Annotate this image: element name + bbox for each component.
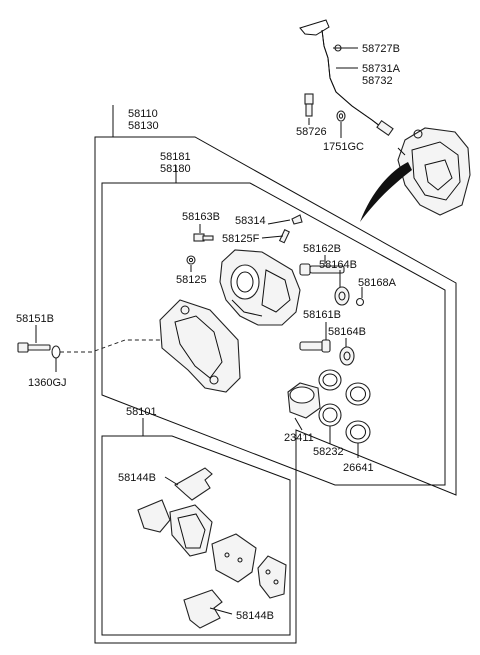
label-58314: 58314 <box>235 215 266 227</box>
piston-seal-58232 <box>318 369 342 427</box>
label-58168A: 58168A <box>358 277 397 289</box>
label-58731A: 58731A <box>362 63 401 75</box>
label-58726: 58726 <box>296 126 327 138</box>
label-1751GC: 1751GC <box>323 141 364 153</box>
caliper-body <box>219 249 301 326</box>
banjo-bolt <box>304 93 314 117</box>
pad-kit-frame-58101 <box>101 435 291 636</box>
carrier-bracket <box>159 299 241 393</box>
label-58164B-lower: 58164B <box>328 326 366 338</box>
label-58164B-upper: 58164B <box>319 259 357 271</box>
pad-clip-lower <box>183 589 223 629</box>
guide-bolt-58163B <box>193 233 214 242</box>
label-23411: 23411 <box>284 432 314 444</box>
pad-clip-upper <box>174 467 213 501</box>
brake-hose <box>299 19 394 137</box>
label-58163B: 58163B <box>182 211 220 223</box>
label-58130: 58130 <box>128 120 159 132</box>
label-58151B: 58151B <box>16 313 54 325</box>
label-26641: 26641 <box>343 462 374 474</box>
pin-boot-lower <box>339 346 355 366</box>
label-58162B: 58162B <box>303 243 341 255</box>
washer-1751GC <box>336 110 346 122</box>
brake-pad-inner <box>169 504 213 557</box>
pin-boot-upper <box>334 286 350 306</box>
label-58232: 58232 <box>313 446 344 458</box>
pin-boot-58125 <box>186 255 196 265</box>
caliper-frame-58181 <box>101 182 446 486</box>
label-58161B: 58161B <box>303 309 341 321</box>
bleeder-cap <box>291 214 303 225</box>
guide-pin-lower <box>299 339 331 353</box>
bleeder-screw <box>278 228 290 244</box>
label-58101: 58101 <box>126 406 157 418</box>
label-58727B: 58727B <box>362 43 400 55</box>
brake-pad-outer <box>211 533 257 583</box>
mounting-bolt-58151B <box>17 342 51 353</box>
label-58732: 58732 <box>362 75 393 87</box>
dust-seal-26641 <box>345 382 371 444</box>
piston-23411 <box>287 382 321 419</box>
label-58144B-lower: 58144B <box>236 610 274 622</box>
label-58180: 58180 <box>160 163 191 175</box>
shim-right <box>257 555 287 599</box>
bolt-axis-line <box>60 339 162 353</box>
pointer-arrow <box>360 162 412 222</box>
label-58110: 58110 <box>128 108 158 120</box>
assembly-frame-58110 <box>94 136 457 644</box>
boot-58168A <box>355 297 365 307</box>
washer-1360GJ <box>51 345 61 359</box>
shim-left <box>137 499 171 533</box>
guide-pin-upper <box>299 263 345 276</box>
label-58181: 58181 <box>160 151 191 163</box>
label-1360GJ: 1360GJ <box>28 377 67 389</box>
label-58125F: 58125F <box>222 233 260 245</box>
label-58125: 58125 <box>176 274 207 286</box>
label-58144B-upper: 58144B <box>118 472 156 484</box>
